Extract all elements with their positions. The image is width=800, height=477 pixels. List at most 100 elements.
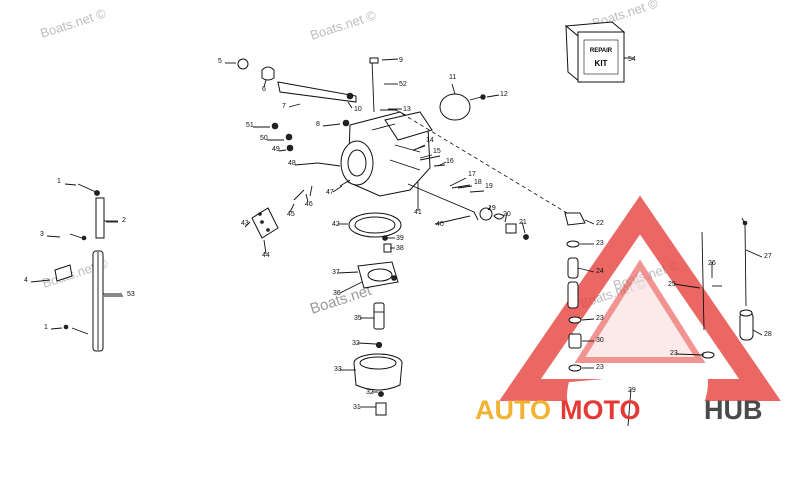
callout-number: 13 <box>403 106 411 113</box>
autmotohub-logo: AUTO MOTO HUB <box>475 395 763 425</box>
callout-number: 43 <box>241 220 249 227</box>
callout-number: 45 <box>287 211 295 218</box>
callout-number: 9 <box>399 57 403 64</box>
callout-number: 7 <box>282 103 286 110</box>
callout-number: 21 <box>519 219 527 226</box>
autmotohub-logo-mark <box>499 195 781 401</box>
callout-leader <box>745 249 763 258</box>
callout-leader <box>289 203 295 213</box>
callout-number: 42 <box>332 221 340 228</box>
logo-hub: HUB <box>704 395 763 425</box>
callout-number: 29 <box>628 387 636 394</box>
callout-leader <box>244 221 251 228</box>
watermark: Boats.net © <box>38 5 108 40</box>
callout-number: 30 <box>596 337 604 344</box>
callout-number: 28 <box>764 331 772 338</box>
callout-number: 53 <box>127 291 135 298</box>
callout-leader <box>381 58 399 61</box>
callout-number: 46 <box>305 201 313 208</box>
callout-leader <box>433 164 446 167</box>
callout-number: 36 <box>333 290 341 297</box>
callout-leader <box>469 190 485 193</box>
callout-number: 23 <box>670 350 678 357</box>
callout-leader <box>337 271 359 274</box>
callout-leader <box>673 283 701 289</box>
callout-number: 25 <box>668 281 676 288</box>
callout-number: 2 <box>122 217 126 224</box>
callout-number: 44 <box>262 252 270 259</box>
callout-number: 23 <box>596 315 604 322</box>
carburetor-body <box>237 57 573 240</box>
callout-number: 19 <box>485 183 493 190</box>
callout-number: 26 <box>708 260 716 267</box>
callout-number: 50 <box>260 135 268 142</box>
callout-number: 33 <box>334 366 342 373</box>
callout-leader <box>305 193 309 203</box>
callout-leader <box>263 239 267 255</box>
callout-number: 41 <box>414 209 422 216</box>
callout-number: 3 <box>40 231 44 238</box>
callout-number: 31 <box>353 404 361 411</box>
callout-leader <box>434 215 471 225</box>
callout-number: 18 <box>474 179 482 186</box>
callout-leader <box>278 149 287 152</box>
callout-number: 17 <box>468 171 476 178</box>
callout-leader <box>347 101 353 109</box>
callout-number: 11 <box>449 74 456 81</box>
callout-number: 24 <box>596 268 604 275</box>
callout-number: 15 <box>433 148 441 155</box>
callout-number: 48 <box>288 160 296 167</box>
callout-leader <box>50 327 63 330</box>
logo-moto: MOTO <box>560 395 641 425</box>
float-bowl-stack <box>348 212 403 416</box>
callout-leader <box>581 318 595 321</box>
callout-number: 16 <box>446 158 454 165</box>
callout-number: 52 <box>399 81 407 88</box>
kit-label-line1: REPAIR <box>590 48 613 54</box>
callout-leader <box>294 162 319 166</box>
callout-number: 6 <box>262 86 266 93</box>
callout-number: 5 <box>218 58 222 65</box>
callout-leader <box>64 183 77 186</box>
callout-number: 51 <box>246 122 254 129</box>
callout-number: 12 <box>500 91 508 98</box>
callout-leader <box>675 353 705 356</box>
repair-kit-box: REPAIR KIT <box>564 21 634 84</box>
callout-leader <box>521 221 526 234</box>
fuel-line-assembly <box>564 212 754 432</box>
callout-number: 37 <box>332 269 340 276</box>
callout-number: 32 <box>366 389 374 396</box>
callout-leader <box>584 219 595 225</box>
callout-number: 22 <box>596 220 604 227</box>
choke-plate <box>439 93 486 121</box>
callout-leader <box>332 185 343 193</box>
callout-number: 14 <box>426 137 434 144</box>
callout-leader <box>577 267 595 273</box>
callout-number: 40 <box>436 221 444 228</box>
logo-auto: AUTO <box>475 395 551 425</box>
callout-leader <box>486 94 500 98</box>
callout-leader <box>339 281 363 294</box>
callout-leader <box>413 144 426 151</box>
watermark: Boats.net © <box>308 7 378 42</box>
callout-leader <box>322 123 341 127</box>
callout-number: 49 <box>272 146 280 153</box>
callout-number: 8 <box>316 121 320 128</box>
callout-leader <box>357 342 377 345</box>
callout-leader <box>30 279 51 283</box>
callout-leader <box>487 205 492 211</box>
callout-leader <box>504 212 508 223</box>
callout-number: 4 <box>24 277 28 284</box>
callout-leader <box>752 329 763 336</box>
callout-number: 54 <box>628 56 636 63</box>
callout-number: 19 <box>488 205 496 212</box>
callout-number: 1 <box>57 178 61 185</box>
callout-number: 27 <box>764 253 772 260</box>
callout-leader <box>46 235 61 238</box>
callout-number: 38 <box>396 245 404 252</box>
callout-leader <box>457 185 473 189</box>
callout-leader <box>451 83 456 95</box>
callout-leader <box>449 177 467 187</box>
callout-number: 20 <box>503 211 511 218</box>
